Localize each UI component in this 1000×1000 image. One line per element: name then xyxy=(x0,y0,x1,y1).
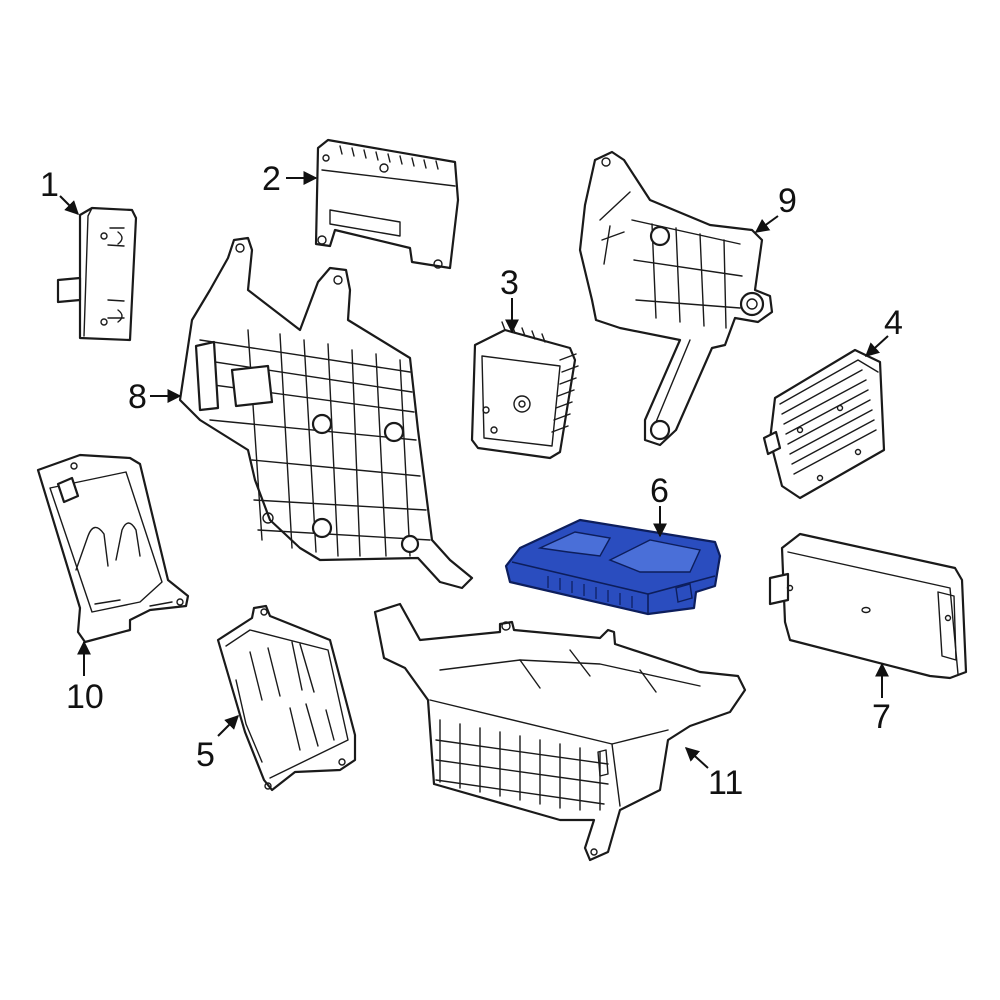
callout-4: 4 xyxy=(884,304,903,342)
part-10-bracket[interactable] xyxy=(36,453,190,644)
part-6-module-highlighted[interactable] xyxy=(504,518,722,616)
callout-arrows xyxy=(59,171,889,769)
part-1-module[interactable] xyxy=(56,206,138,342)
part-8-bracket[interactable] xyxy=(178,236,474,590)
callout-10: 10 xyxy=(66,678,104,716)
callout-5: 5 xyxy=(196,736,215,774)
callout-11: 11 xyxy=(708,764,743,802)
part-7-module[interactable] xyxy=(768,532,968,680)
callout-2: 2 xyxy=(262,160,281,198)
callout-labels: 1 2 3 4 5 6 7 8 9 10 11 xyxy=(40,160,903,802)
callout-7: 7 xyxy=(872,698,891,736)
callout-9: 9 xyxy=(778,182,797,220)
part-11-tray[interactable] xyxy=(373,602,747,862)
part-5-module[interactable] xyxy=(216,604,357,792)
callout-1: 1 xyxy=(40,166,59,204)
part-3-module[interactable] xyxy=(470,321,579,460)
part-9-bracket[interactable] xyxy=(578,150,774,447)
callout-8: 8 xyxy=(128,378,147,416)
part-4-module[interactable] xyxy=(762,348,886,500)
callout-3: 3 xyxy=(500,264,519,302)
callout-6: 6 xyxy=(650,472,669,510)
part-2-module[interactable] xyxy=(314,138,460,270)
